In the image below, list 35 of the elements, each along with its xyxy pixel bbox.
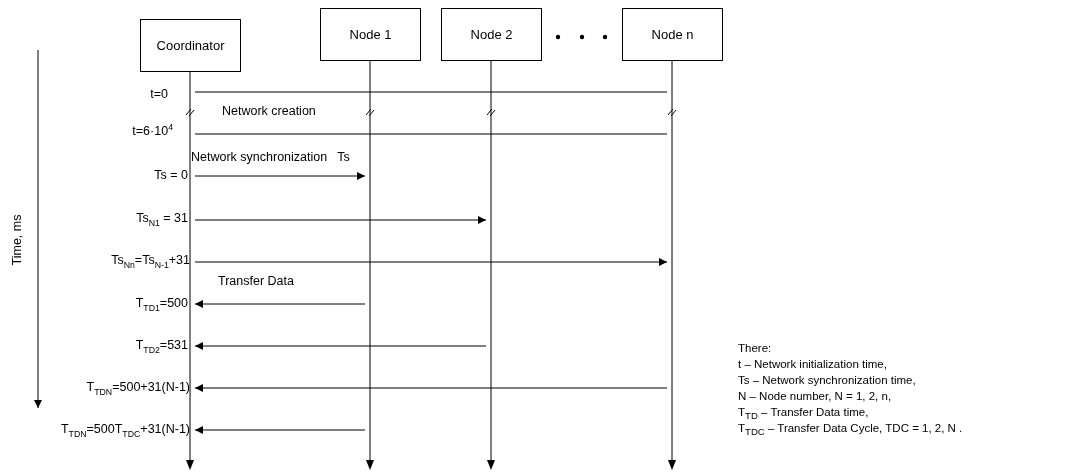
time-label: T$_{TDN}$=500+31(N-1) xyxy=(86,381,190,395)
lifeline xyxy=(486,61,496,470)
lifeline-box: Node n xyxy=(622,8,723,61)
lifeline-box: Coordinator xyxy=(140,19,241,72)
message-arrow xyxy=(194,384,668,392)
message-arrow xyxy=(194,342,487,350)
phase-label: Transfer Data xyxy=(218,275,294,289)
message-arrow xyxy=(194,172,366,180)
lifeline xyxy=(365,61,375,470)
time-label: t=6·10$^{4}$ xyxy=(132,125,173,139)
message-arrow xyxy=(194,216,487,224)
time-label: Ts$_{Nn}$=Ts$_{N-1}$+31 xyxy=(111,254,190,268)
time-label: Ts$_{N1}$ = 31 xyxy=(136,212,188,226)
lifeline-box: Node 2 xyxy=(441,8,542,61)
phase-label: Network synchronization Ts xyxy=(191,151,350,165)
legend-note: N – Node number, N = 1, 2, n, xyxy=(738,391,892,403)
lifeline-box: Node 1 xyxy=(320,8,421,61)
legend-note: There: xyxy=(738,343,772,355)
legend-note: T$_{TD}$ – Transfer Data time, xyxy=(738,407,869,421)
legend-note: T$_{TDC}$ – Transfer Data Cycle, TDC = 1, 2, N . xyxy=(738,423,963,437)
timeline xyxy=(194,91,668,93)
legend-note: Ts – Network synchronization time, xyxy=(738,375,916,387)
axis-label: Time, ms xyxy=(11,214,25,266)
time-label: t=0 xyxy=(150,88,168,102)
time-label: T$_{TD2}$=531 xyxy=(135,339,188,353)
legend-note: t – Network initialization time, xyxy=(738,359,887,371)
message-arrow xyxy=(194,300,366,308)
time-label: T$_{TD1}$=500 xyxy=(135,297,188,311)
time-label: T$_{TDN}$=500T$_{TDC}$+31(N-1) xyxy=(60,423,190,437)
message-arrow xyxy=(194,258,668,266)
phase-label: Network creation xyxy=(222,105,316,119)
timeline xyxy=(194,133,668,135)
message-arrow xyxy=(194,426,366,434)
time-label: Ts = 0 xyxy=(154,169,188,183)
lifeline xyxy=(667,61,677,470)
